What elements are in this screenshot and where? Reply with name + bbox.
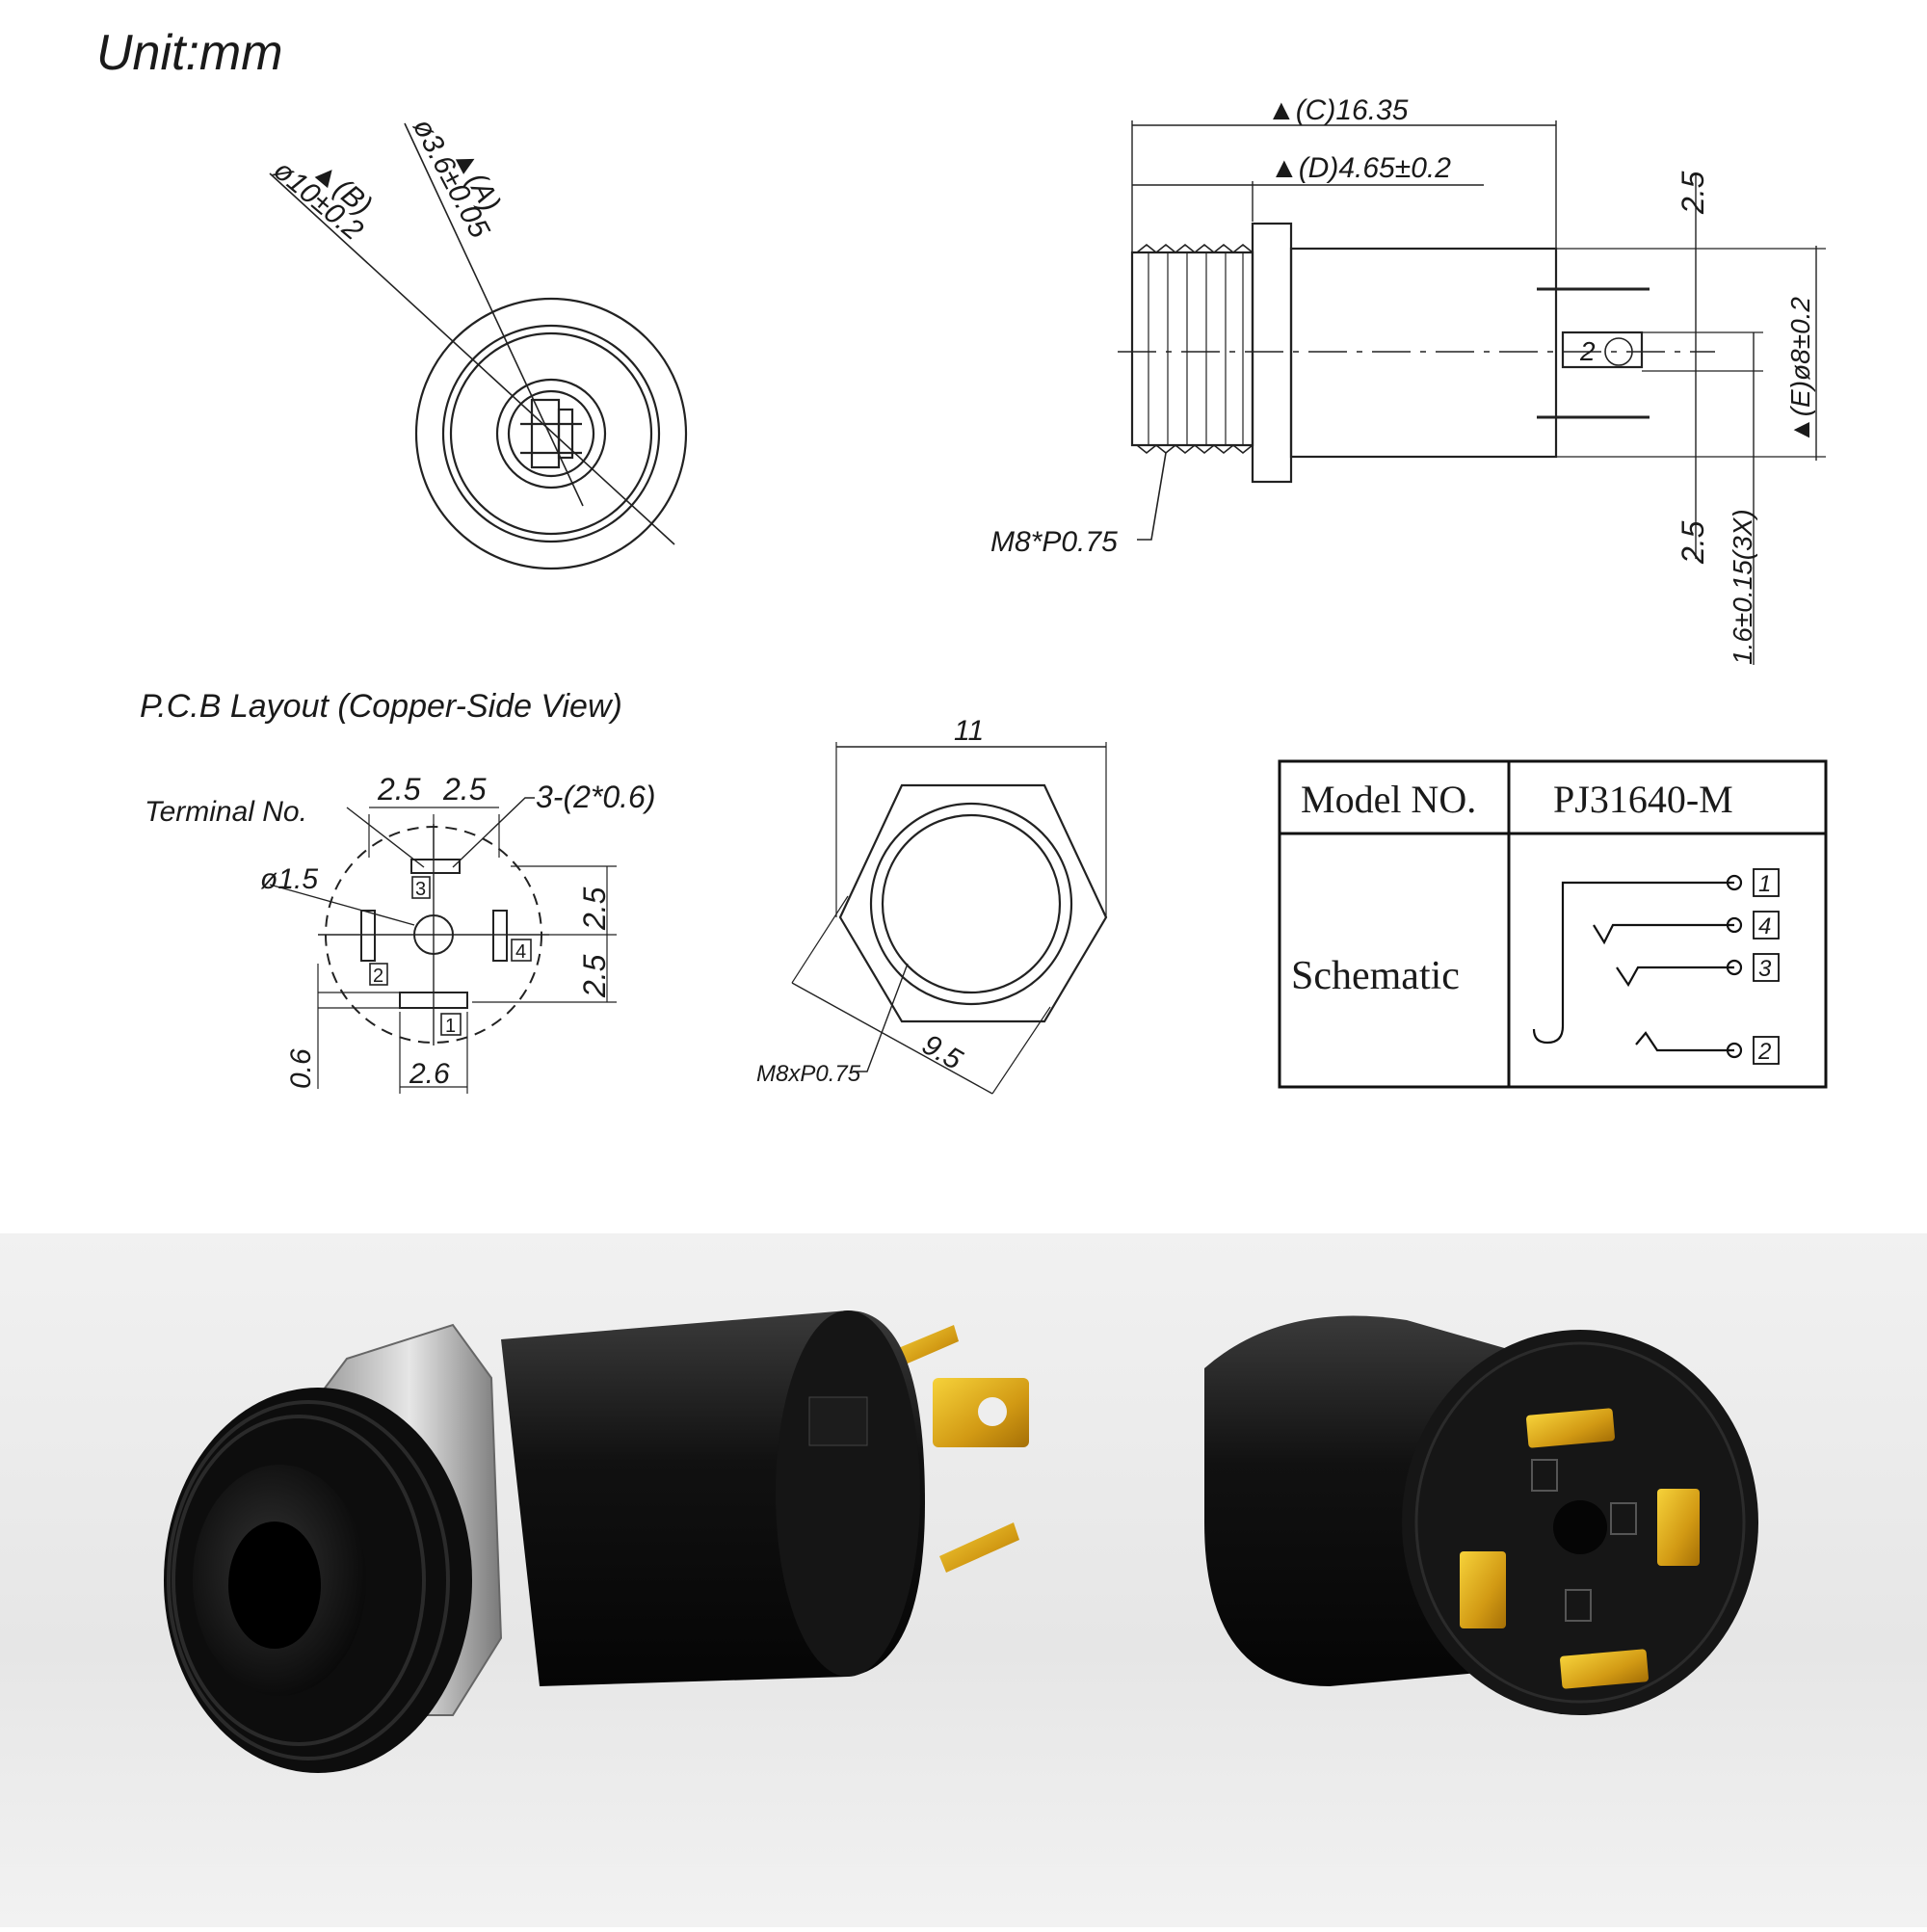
product-photo-area (0, 1233, 1927, 1927)
side-thread-label: M8*P0.75 (990, 526, 1118, 558)
bottom-pitch-label: 2.5 (1676, 520, 1710, 565)
dim-c-label: ▲(C)16.35 (1267, 94, 1409, 126)
spec-table (1278, 759, 1828, 1089)
pcb-slot-spec: 3-(2*0.6) (536, 780, 656, 814)
pcb-dim-top-right: 2.5 (442, 772, 487, 807)
pcb-dim-top-left: 2.5 (377, 772, 421, 807)
pcb-pin-1: 1 (445, 1016, 456, 1037)
pcb-title: P.C.B Layout (Copper-Side View) (140, 688, 622, 725)
right-jack (1204, 1315, 1758, 1715)
pcb-pin-3: 3 (415, 879, 426, 900)
model-no-value: PJ31640-M (1553, 778, 1733, 821)
pin-width-label: 1.6±0.15(3X) (1728, 509, 1757, 665)
pcb-dim-right-lower: 2.5 (577, 954, 612, 998)
left-jack (164, 1310, 1029, 1773)
nut-across-flats-label: 9.5 (917, 1028, 968, 1076)
nut-thread-label: M8xP0.75 (756, 1061, 861, 1087)
pcb-hole-dia: ø1.5 (260, 863, 318, 895)
technical-drawing: Unit:mm ▲(B) ø10±0.2 ▲(A) ø3.6±0.05 (96, 25, 1828, 1095)
schematic-terminal-1: 1 (1758, 871, 1771, 897)
dim-e-label: ▲(E)ø8±0.2 (1785, 297, 1815, 443)
front-view (269, 122, 688, 570)
nut-width-label: 11 (954, 715, 984, 747)
pcb-pin-2: 2 (373, 966, 383, 987)
pcb-dim-right-upper: 2.5 (577, 887, 612, 931)
schematic-diagram (1532, 868, 1780, 1065)
pcb-dim-left: 0.6 (285, 1048, 317, 1089)
pcb-drawing (269, 797, 617, 1094)
nut-view (791, 742, 1108, 1095)
pcb-pin-4: 4 (515, 941, 526, 963)
schematic-terminal-2: 2 (1757, 1039, 1771, 1065)
pcb-dim-bottom: 2.6 (409, 1058, 450, 1090)
terminal-no-label: Terminal No. (145, 796, 307, 828)
unit-label: Unit:mm (96, 25, 283, 81)
product-photo (164, 1310, 1758, 1773)
dim-d-label: ▲(D)4.65±0.2 (1270, 152, 1451, 184)
model-no-label: Model NO. (1301, 778, 1476, 821)
schematic-terminal-4: 4 (1758, 913, 1771, 940)
schematic-label: Schematic (1291, 954, 1460, 998)
schematic-terminal-3: 3 (1758, 956, 1772, 982)
side-pin-number: 2 (1579, 336, 1596, 366)
top-pitch-label: 2.5 (1676, 171, 1710, 215)
side-view (1118, 120, 1826, 665)
